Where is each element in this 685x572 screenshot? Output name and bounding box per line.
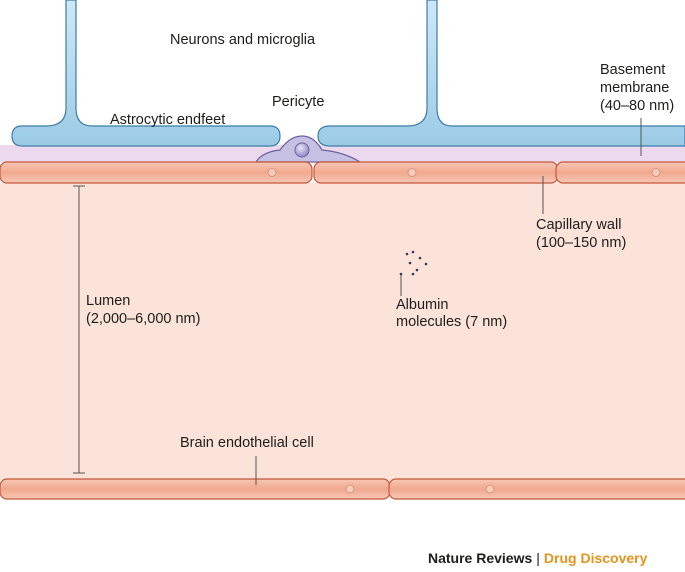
credit-publisher: Nature Reviews: [428, 550, 533, 566]
label-lumen-2: (2,000–6,000 nm): [86, 311, 201, 327]
label-brain-endothelial: Brain endothelial cell: [180, 435, 314, 451]
label-albumin-1: Albumin: [396, 297, 449, 313]
pericyte-nucleus: [294, 142, 310, 158]
endothelial-layer-top: [0, 161, 685, 184]
credit-separator: |: [536, 550, 540, 566]
label-lumen-1: Lumen: [86, 293, 131, 309]
label-pericyte: Pericyte: [272, 94, 325, 110]
lumen-dimension-bar: [73, 185, 85, 474]
label-capillary-2: (100–150 nm): [536, 235, 627, 251]
lumen-area: [0, 183, 685, 480]
astrocyte-endfoot-right: [317, 0, 685, 147]
astrocyte-endfoot-left: [11, 0, 281, 147]
label-basement-1: Basement: [600, 62, 666, 78]
label-neurons-microglia: Neurons and microglia: [170, 32, 316, 48]
label-basement-2: membrane: [600, 80, 670, 96]
label-albumin-2: molecules (7 nm): [396, 314, 508, 330]
albumin-molecules: [399, 250, 428, 276]
label-astrocytic-endfeet: Astrocytic endfeet: [110, 112, 226, 128]
endothelial-layer-bottom: [0, 478, 685, 500]
label-basement-3: (40–80 nm): [600, 98, 675, 114]
credit-journal: Drug Discovery: [543, 550, 648, 566]
journal-credit: Nature Reviews|Drug Discovery: [428, 550, 647, 566]
label-capillary-1: Capillary wall: [536, 217, 622, 233]
